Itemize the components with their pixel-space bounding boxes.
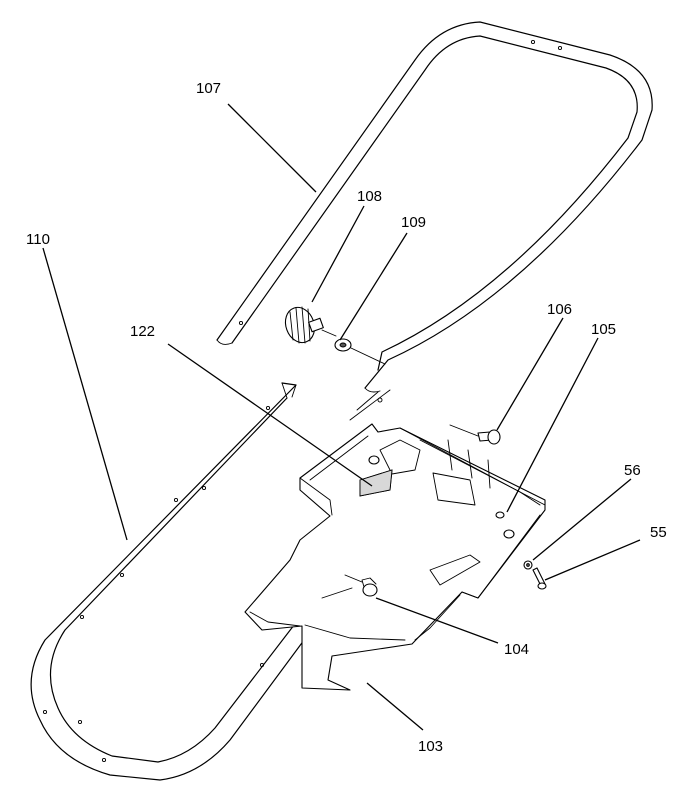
leader-55	[544, 539, 641, 581]
callout-labels: 107 108 109 110 122 106 105 56 55 104 10…	[26, 80, 667, 755]
bolt-104	[344, 574, 378, 597]
base-deck	[244, 423, 546, 691]
leader-105	[506, 337, 599, 513]
label-106: 106	[547, 301, 572, 318]
handle-knob	[284, 306, 337, 344]
leader-122	[167, 343, 373, 487]
label-110: 110	[26, 231, 50, 248]
decal-122	[359, 469, 393, 497]
handle-washer	[334, 338, 386, 365]
label-122: 122	[130, 323, 155, 340]
leader-104	[375, 597, 499, 644]
leader-107	[227, 103, 317, 193]
label-109: 109	[401, 214, 426, 231]
label-105: 105	[591, 321, 616, 338]
label-103: 103	[418, 738, 443, 755]
screw-55	[532, 567, 547, 590]
upper-handle	[216, 21, 653, 421]
leader-103	[366, 682, 424, 731]
leader-108	[311, 205, 365, 303]
leader-106	[496, 317, 564, 431]
washer-56	[523, 560, 533, 570]
label-55: 55	[650, 524, 667, 541]
label-104: 104	[504, 641, 529, 658]
leader-109	[339, 232, 408, 341]
leader-56	[532, 478, 632, 561]
leader-lines	[42, 103, 641, 731]
label-108: 108	[357, 188, 382, 205]
leader-110	[42, 247, 128, 541]
label-107: 107	[196, 80, 221, 97]
bolt-106	[449, 424, 501, 445]
label-56: 56	[624, 462, 641, 479]
